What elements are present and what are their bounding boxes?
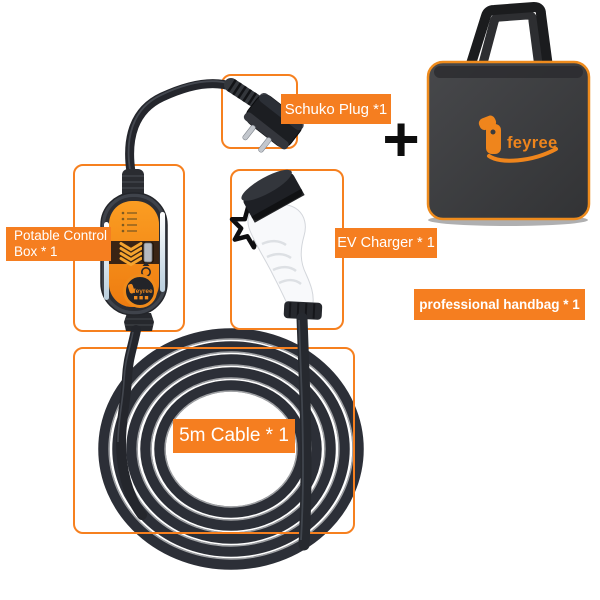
bag-zipper	[434, 66, 583, 78]
control-box-logo: feyree	[123, 274, 157, 308]
control-box: feyree	[100, 169, 168, 331]
bag-handle-front	[465, 2, 553, 69]
bag-logo: feyree	[478, 115, 558, 163]
plug-pin	[242, 124, 256, 141]
handbag: feyree	[426, 2, 591, 226]
control-box-cable	[115, 325, 147, 520]
bag-handle-back	[477, 10, 544, 69]
chevron-down-icon	[119, 242, 143, 267]
bag-logo-text: feyree	[507, 134, 557, 152]
control-box-logo-text: feyree	[133, 288, 153, 295]
schuko-plug-cable	[125, 79, 238, 177]
bag-body	[426, 60, 591, 221]
charger-cap	[241, 169, 305, 223]
schuko-plug-label: Schuko Plug *1	[281, 94, 391, 124]
ev-charger-label: EV Charger * 1	[335, 228, 437, 258]
control-box-label: Potable Control Box * 1	[6, 227, 111, 261]
control-box-label-line1: Potable Control	[14, 228, 108, 243]
led-strip-right	[160, 212, 165, 292]
callout-box-cable	[73, 347, 355, 534]
cable-label: 5m Cable * 1	[173, 419, 295, 453]
bag-logo-swoosh	[487, 147, 558, 163]
ev-charger-cable	[296, 312, 312, 551]
plug-pin	[258, 137, 272, 153]
switch-slider	[143, 242, 153, 263]
charger-connector	[283, 301, 323, 320]
ev-charger-gun	[241, 169, 323, 320]
control-box-label-line2: Box * 1	[14, 244, 58, 259]
grip-ribs	[261, 239, 302, 286]
status-indicator-labels	[121, 211, 137, 233]
handbag-label: professional handbag * 1	[414, 289, 585, 320]
